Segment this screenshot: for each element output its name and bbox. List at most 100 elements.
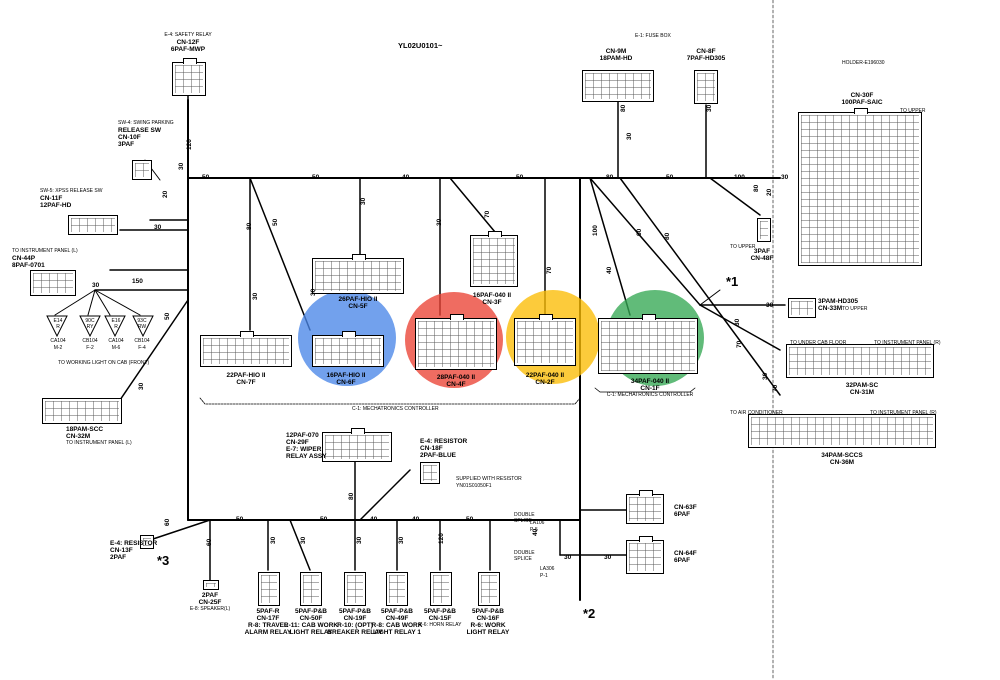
- note-to-upper-1: TO UPPER: [900, 108, 926, 114]
- cn31m-label-1: CN-31M: [849, 389, 875, 396]
- wire-size-45: 30: [270, 536, 277, 544]
- cn1f-label-1: CN-1F: [640, 385, 660, 392]
- note-to-inst-r2: TO INSTRUMENT PANEL (R): [870, 410, 937, 416]
- wire-size-9: 80: [246, 222, 253, 230]
- wire-size-24: 30: [138, 382, 145, 390]
- wire-size-2: 50: [312, 174, 320, 181]
- wire-size-16: 60: [636, 228, 643, 236]
- cn49f-label-0: 5PAF-P&B: [380, 608, 414, 615]
- cn25f-connector: [203, 580, 219, 590]
- wire-size-47: 30: [356, 536, 363, 544]
- diode-2-code: E16 R: [111, 318, 121, 330]
- cn25f-label-2: E-8: SPEAKER(L): [189, 606, 231, 612]
- star-2: *2: [583, 606, 596, 621]
- cn6f-connector: [312, 331, 384, 367]
- cn49f-label-1: CN-49F: [385, 615, 409, 622]
- cn4f-connector: [415, 314, 497, 370]
- holder-label: HOLDER-E196030: [842, 60, 885, 66]
- wire-size-10: 50: [272, 218, 279, 226]
- cn6f-label-1: CN-6F: [336, 379, 356, 386]
- cn30f-connector: [798, 108, 922, 266]
- cn49f-label-3: LIGHT RELAY 1: [372, 629, 422, 636]
- note-to-upper-2: TO UPPER: [730, 244, 756, 250]
- cn30f-label-1: 100PAF-SAIC: [841, 99, 883, 106]
- cn5f-connector: [312, 254, 404, 294]
- wire-size-33: 50: [164, 312, 171, 320]
- cn8f-label-0: CN-8F: [696, 48, 716, 55]
- cn9m-label-0: CN-9M: [605, 48, 627, 55]
- wire-size-21: 30: [154, 224, 162, 231]
- cn11f-connector: [68, 215, 118, 235]
- cn29f-label-1: CN-29F: [286, 439, 309, 446]
- wire-size-46: 30: [300, 536, 307, 544]
- cn64f-connector: [626, 536, 664, 574]
- wire-size-17: 80: [664, 232, 671, 240]
- cn8f-connector: [694, 70, 718, 104]
- cn50f-label-2: R-11: CAB WORK: [283, 622, 339, 629]
- cn25f-label-1: CN-25F: [198, 599, 222, 606]
- cn48f-connector: [757, 218, 771, 242]
- wire-size-26: 30: [706, 104, 713, 112]
- wire-size-32: 70: [772, 384, 779, 392]
- note-la106-0: LA106: [530, 520, 545, 526]
- cn2f-connector: [514, 314, 576, 366]
- cn18f-label-0: E-4: RESISTOR: [420, 438, 468, 445]
- cn3f-label-0: 16PAF-040 II: [472, 292, 512, 299]
- diode-1-id: CB104: [82, 338, 98, 344]
- cn36m-label-0: 34PAM-SCCS: [821, 452, 863, 459]
- cn17f-label-0: 5PAF-R: [256, 608, 280, 615]
- star-3: *3: [157, 553, 170, 568]
- note-supplied-0: SUPPLIED WITH RESISTOR: [456, 476, 522, 482]
- cn7f-connector: [200, 331, 292, 367]
- cn10f-connector: [132, 160, 152, 180]
- note-la306-0: LA306: [540, 566, 555, 572]
- wire-size-38: 50: [236, 516, 244, 523]
- cn11f-label-1: CN-11F: [40, 195, 63, 202]
- cn32m-label-0: 18PAM-SCC: [66, 426, 104, 433]
- wire-size-44: 60: [206, 538, 213, 546]
- cn3f-connector: [470, 231, 518, 287]
- cn16f-connector: [478, 572, 500, 606]
- cn44p-label-0: TO INSTRUMENT PANEL (L): [12, 248, 78, 254]
- cn3f-label-1: CN-3F: [482, 299, 502, 306]
- note-la306-1: P-1: [540, 573, 548, 579]
- cn16f-label-3: LIGHT RELAY: [466, 629, 510, 636]
- cn29f-label-3: RELAY ASSY: [286, 453, 327, 460]
- cn50f-label-1: CN-50F: [299, 615, 323, 622]
- wire-size-20: 30: [92, 282, 100, 289]
- wire-size-1: 50: [202, 174, 210, 181]
- diode-3-id: CB104: [134, 338, 150, 344]
- note-to-under-cab: TO UNDER CAB FLOOR: [790, 340, 847, 346]
- wire-size-13: 70: [484, 210, 491, 218]
- cn16f-label-0: 5PAF-P&B: [471, 608, 505, 615]
- cn19f-label-1: CN-19F: [343, 615, 367, 622]
- diagram-code: YL02U0101~: [398, 41, 443, 50]
- diode-0-pos: M-2: [53, 345, 63, 351]
- cn33m-label-0: 3PAM-HD305: [818, 298, 858, 305]
- wire-size-49: 120: [438, 533, 445, 544]
- wire-size-51: 40: [532, 528, 539, 536]
- wire-size-29: 30: [734, 318, 741, 326]
- cn10f-label-1: RELEASE SW: [118, 127, 161, 134]
- wire-size-40: 50: [320, 516, 328, 523]
- cn17f-label-2: R-8: TRAVEL: [248, 622, 288, 629]
- wire-size-22: 20: [162, 190, 169, 198]
- cn13f-connector: [140, 535, 154, 549]
- cn18f-label-1: CN-18F: [420, 445, 443, 452]
- wire-size-31: 30: [762, 372, 769, 380]
- cn1f-label-2: C-1: MECHATRONICS CONTROLLER: [606, 392, 694, 398]
- wire-size-37: 30: [626, 132, 633, 140]
- cn11f-label-0: SW-5: XPSS RELEASE SW: [40, 188, 103, 194]
- cn63f-label-1: 6PAF: [674, 511, 691, 518]
- note-to-air: TO AIR CONDITIONER: [730, 410, 783, 416]
- diode-row: [46, 315, 154, 338]
- cn9m-connector: [582, 70, 654, 102]
- cn4f-label-0: 28PAF-040 II: [436, 374, 476, 381]
- cn2f-label-1: CN-2F: [535, 379, 555, 386]
- cn17f-connector: [258, 572, 280, 606]
- note-double-splice-2: DOUBLE SPLICE: [514, 550, 535, 562]
- cn44p-connector: [30, 270, 76, 296]
- wire-size-4: 50: [516, 174, 524, 181]
- wire-size-53: 60: [164, 518, 171, 526]
- cn15f-connector: [430, 572, 452, 606]
